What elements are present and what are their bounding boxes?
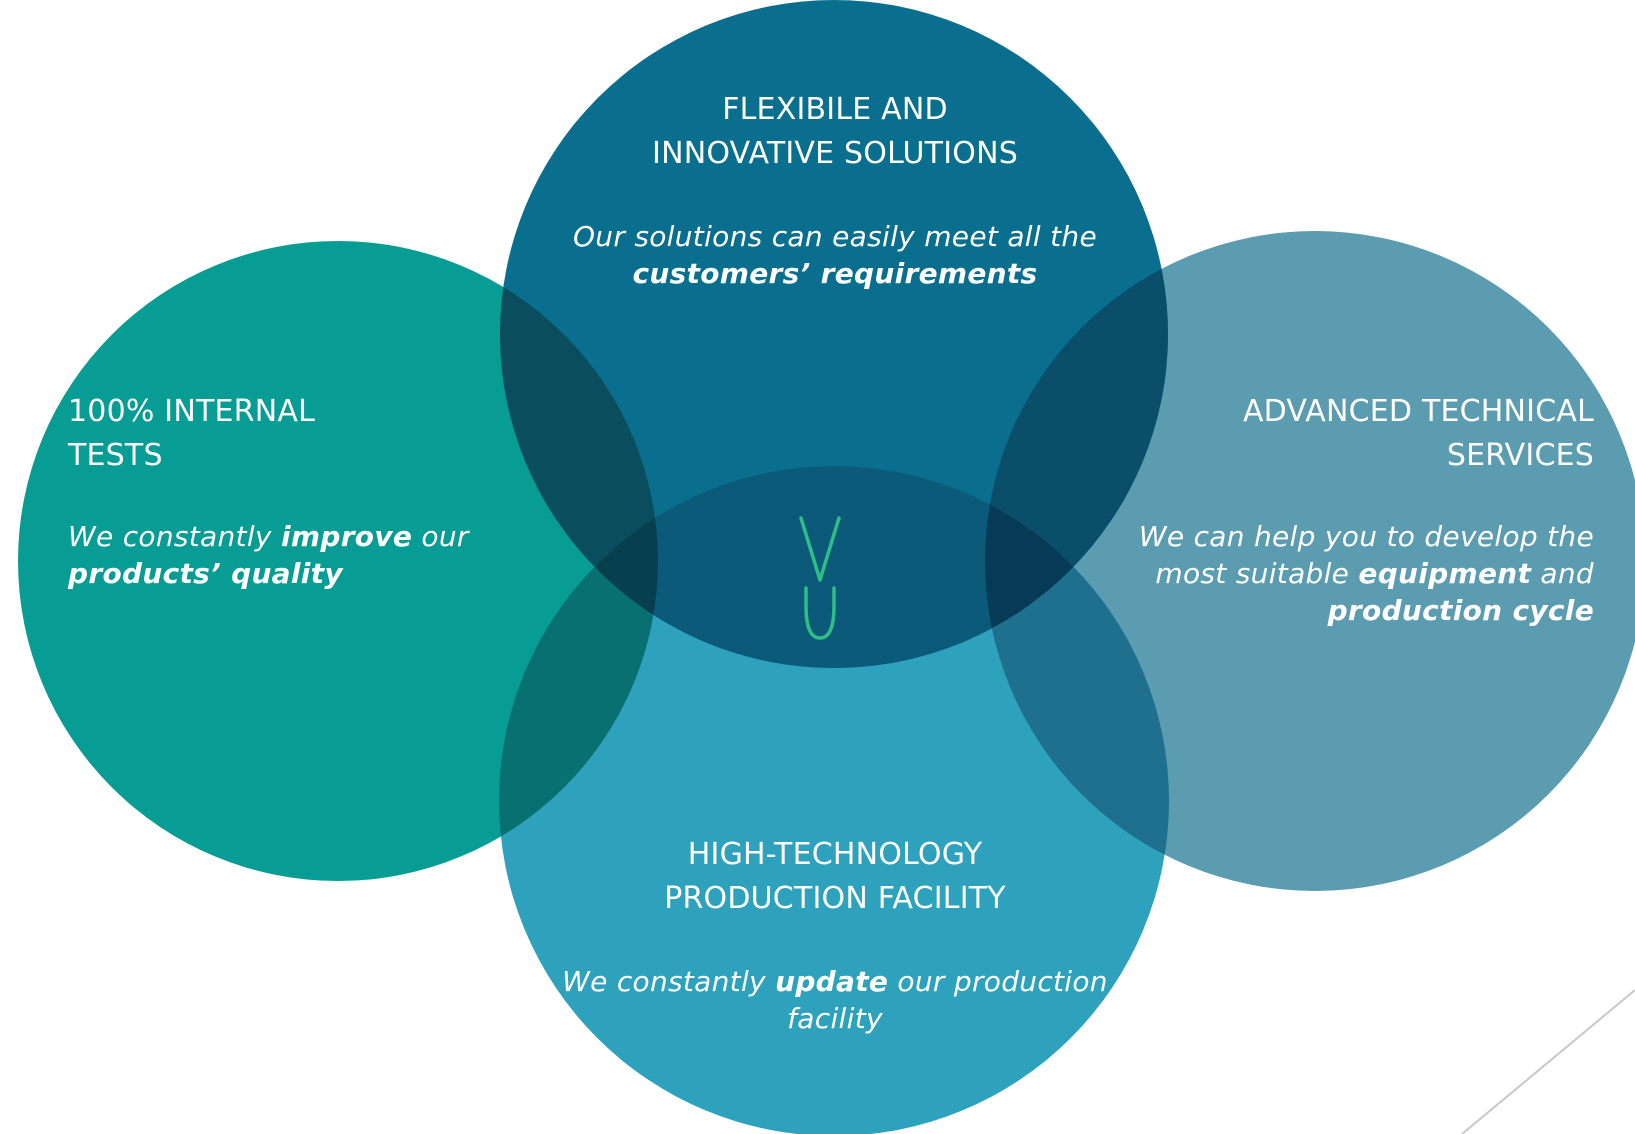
production-facility-desc-text1: We constantly	[562, 965, 776, 998]
technical-services-desc-emphasis1: equipment	[1358, 557, 1532, 590]
innovative-solutions-title: FLEXIBILE AND INNOVATIVE SOLUTIONS	[520, 88, 1150, 176]
internal-tests-title: 100% INTERNAL TESTS	[68, 390, 538, 478]
internal-tests-title-line1: 100% INTERNAL	[68, 394, 315, 429]
internal-tests-title-line2: TESTS	[68, 438, 163, 473]
internal-tests-desc-emphasis1: improve	[280, 520, 413, 553]
internal-tests-block: 100% INTERNAL TESTS We constantly improv…	[68, 390, 538, 592]
innovative-solutions-block: FLEXIBILE AND INNOVATIVE SOLUTIONS Our s…	[520, 88, 1150, 292]
internal-tests-desc-emphasis2: products’ quality	[68, 557, 343, 590]
technical-services-title-line2: SERVICES	[1446, 438, 1594, 473]
innovative-solutions-desc-emphasis: customers’ requirements	[632, 257, 1038, 290]
production-facility-desc-text2: our production facility	[787, 965, 1108, 1035]
production-facility-title: HIGH-TECHNOLOGY PRODUCTION FACILITY	[540, 833, 1130, 921]
technical-services-title: ADVANCED TECHNICAL SERVICES	[1090, 390, 1594, 478]
technical-services-desc-text1: We can help you to develop the most suit…	[1138, 520, 1594, 590]
production-facility-description: We constantly update our production faci…	[540, 963, 1130, 1037]
internal-tests-desc-text1: We constantly	[68, 520, 281, 553]
innovative-solutions-title-line1: FLEXIBILE AND	[722, 92, 948, 127]
production-facility-title-line2: PRODUCTION FACILITY	[664, 881, 1006, 916]
internal-tests-desc-text2: our	[412, 520, 469, 553]
technical-services-description: We can help you to develop the most suit…	[1090, 518, 1594, 629]
internal-tests-description: We constantly improve our products’ qual…	[68, 518, 538, 592]
innovative-solutions-description: Our solutions can easily meet all the cu…	[520, 218, 1150, 292]
innovative-solutions-desc-text: Our solutions can easily meet all the	[572, 220, 1098, 253]
production-facility-desc-emphasis: update	[775, 965, 889, 998]
circle-internal-tests	[18, 241, 658, 881]
corner-decoration-line	[1461, 989, 1635, 1134]
technical-services-desc-emphasis2: production cycle	[1327, 594, 1594, 627]
overlap-right-bottom	[985, 466, 1169, 891]
production-facility-title-line1: HIGH-TECHNOLOGY	[687, 837, 983, 872]
technical-services-title-line1: ADVANCED TECHNICAL	[1242, 394, 1594, 429]
technical-services-block: ADVANCED TECHNICAL SERVICES We can help …	[1090, 390, 1594, 629]
technical-services-desc-text2: and	[1531, 557, 1594, 590]
production-facility-block: HIGH-TECHNOLOGY PRODUCTION FACILITY We c…	[540, 833, 1130, 1037]
vu-logo-icon	[799, 516, 841, 640]
innovative-solutions-title-line2: INNOVATIVE SOLUTIONS	[652, 136, 1018, 171]
overlap-right-top	[985, 231, 1168, 668]
